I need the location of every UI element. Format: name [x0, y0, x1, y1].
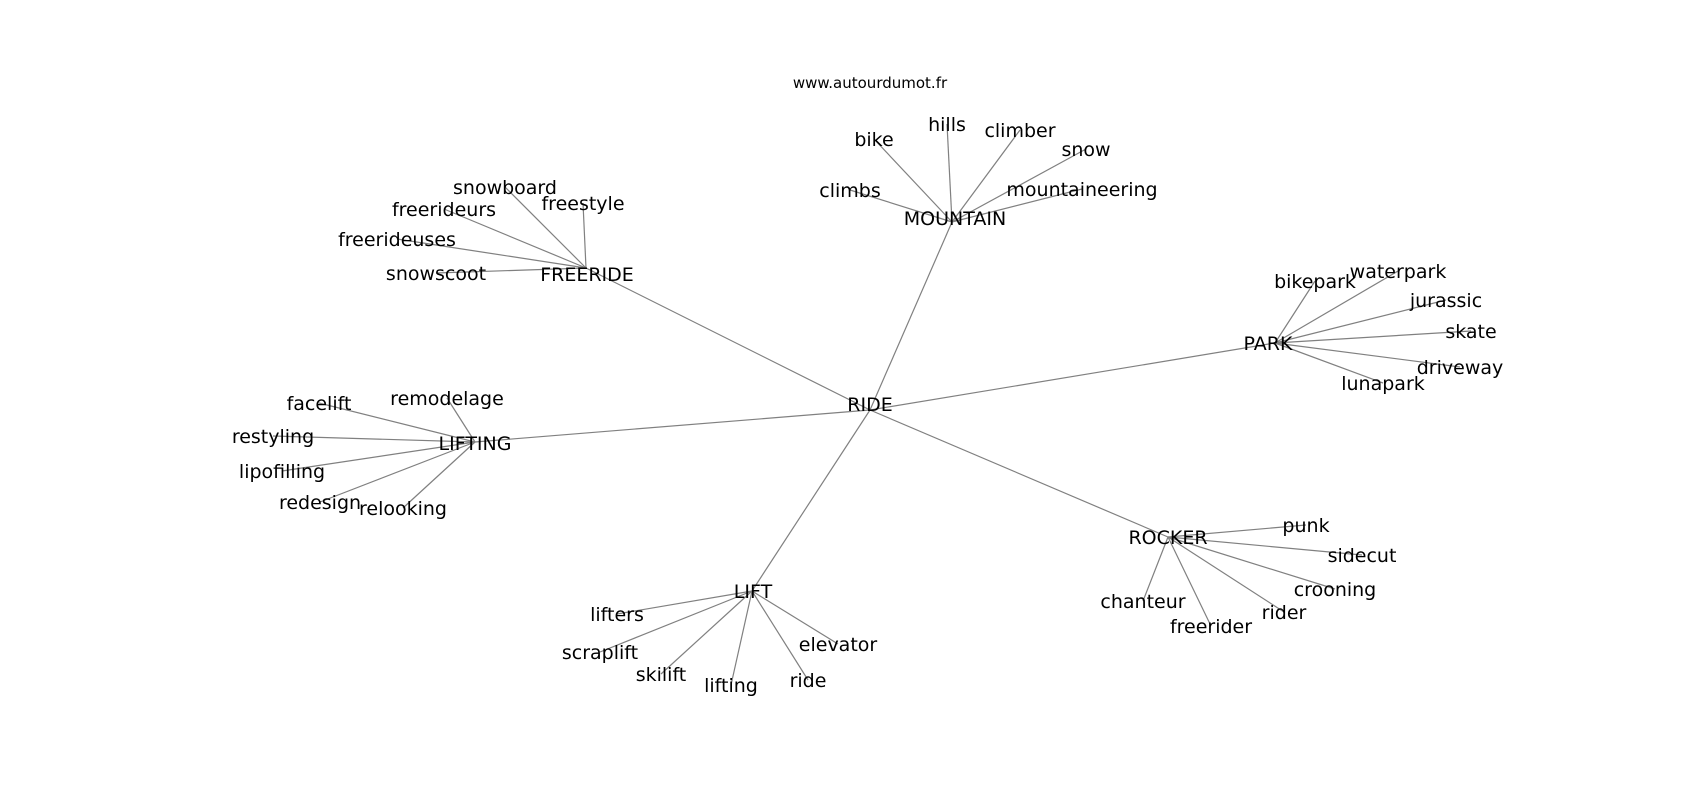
- edge-lifting-facelift: [318, 402, 476, 443]
- word-node-freeride[interactable]: FREERIDE: [540, 264, 634, 286]
- graph-edges: [272, 123, 1472, 686]
- word-node-snowboard[interactable]: snowboard: [453, 177, 557, 199]
- word-node-remodelage[interactable]: remodelage: [390, 388, 504, 410]
- word-node-jurassic[interactable]: jurassic: [1409, 290, 1482, 312]
- edge-park-waterpark: [1274, 270, 1399, 344]
- edge-lifting-redesign: [319, 441, 476, 503]
- edge-park-jurassic: [1274, 299, 1447, 344]
- edge-lifting-lipofilling: [281, 441, 476, 472]
- word-node-skate[interactable]: skate: [1445, 321, 1496, 343]
- word-node-rocker[interactable]: ROCKER: [1128, 527, 1207, 549]
- edge-ride-lift: [751, 409, 871, 592]
- word-node-sidecut[interactable]: sidecut: [1328, 545, 1397, 567]
- word-node-crooning[interactable]: crooning: [1294, 579, 1377, 601]
- word-node-lifting[interactable]: lifting: [704, 675, 758, 697]
- word-node-driveway[interactable]: driveway: [1417, 357, 1504, 379]
- edge-mountain-climber: [951, 129, 1021, 223]
- edge-mountain-hills: [946, 123, 953, 223]
- edge-rocker-punk: [1167, 524, 1307, 538]
- edge-lifting-remodelage: [446, 397, 476, 443]
- edge-ride-mountain: [869, 221, 953, 411]
- word-node-rider[interactable]: rider: [1262, 602, 1307, 624]
- word-node-snow[interactable]: snow: [1061, 139, 1110, 161]
- edge-ride-rocker: [869, 409, 1169, 538]
- edge-ride-lifting: [474, 409, 871, 443]
- edge-lift-skilift: [660, 590, 753, 675]
- edge-ride-freeride: [585, 267, 871, 411]
- edge-lifting-relooking: [402, 441, 476, 509]
- edge-lift-ride: [751, 590, 809, 681]
- edge-freeride-freestyle: [582, 202, 587, 269]
- word-node-elevator[interactable]: elevator: [799, 634, 878, 656]
- edge-park-skate: [1274, 330, 1472, 344]
- word-node-scraplift[interactable]: scraplift: [562, 642, 638, 664]
- word-node-ride[interactable]: RIDE: [847, 394, 892, 416]
- edge-lift-lifters: [616, 590, 753, 615]
- word-node-ride[interactable]: ride: [790, 670, 827, 692]
- source-url[interactable]: www.autourdumot.fr: [793, 74, 948, 92]
- word-node-lifting[interactable]: LIFTING: [439, 433, 512, 455]
- edge-freeride-freerideurs: [443, 208, 587, 269]
- edge-freeride-snowscoot: [435, 267, 587, 274]
- edge-rocker-chanteur: [1142, 536, 1169, 602]
- word-node-lift[interactable]: LIFT: [734, 581, 773, 603]
- edge-lift-elevator: [751, 590, 839, 645]
- edge-mountain-snow: [951, 148, 1087, 223]
- word-node-park[interactable]: PARK: [1244, 333, 1293, 355]
- word-node-hills[interactable]: hills: [928, 114, 966, 136]
- word-node-freerideurs[interactable]: freerideurs: [392, 199, 496, 221]
- word-node-climber[interactable]: climber: [984, 120, 1055, 142]
- word-node-skilift[interactable]: skilift: [636, 664, 687, 686]
- word-node-bike[interactable]: bike: [854, 129, 893, 151]
- edge-lift-lifting: [730, 590, 753, 686]
- word-node-restyling[interactable]: restyling: [232, 426, 314, 448]
- edge-park-bikepark: [1274, 280, 1316, 344]
- word-node-relooking[interactable]: relooking: [359, 498, 447, 520]
- edge-freeride-freerideuses: [396, 238, 587, 269]
- word-node-facelift[interactable]: facelift: [287, 393, 352, 415]
- word-node-waterpark[interactable]: waterpark: [1350, 261, 1447, 283]
- edge-lift-scraplift: [599, 590, 753, 653]
- word-node-punk[interactable]: punk: [1282, 515, 1329, 537]
- edge-ride-park: [869, 342, 1276, 411]
- word-node-snowscoot[interactable]: snowscoot: [386, 263, 486, 285]
- edge-rocker-rider: [1167, 536, 1285, 613]
- word-node-lipofilling[interactable]: lipofilling: [239, 461, 325, 483]
- word-node-climbs[interactable]: climbs: [819, 180, 880, 202]
- edge-park-driveway: [1274, 342, 1461, 368]
- edge-rocker-crooning: [1167, 536, 1336, 590]
- word-node-bikepark[interactable]: bikepark: [1274, 271, 1356, 293]
- graph-labels: RIDE MOUNTAIN bike hills climber snow climbs mo…: [232, 114, 1503, 697]
- edge-lifting-restyling: [272, 435, 476, 443]
- edge-mountain-bike: [873, 138, 953, 223]
- word-node-chanteur[interactable]: chanteur: [1100, 591, 1185, 613]
- word-node-lifters[interactable]: lifters: [590, 604, 644, 626]
- edge-freeride-snowboard: [504, 186, 587, 269]
- word-node-lunapark[interactable]: lunapark: [1341, 373, 1425, 395]
- word-node-mountaineering[interactable]: mountaineering: [1006, 179, 1157, 201]
- word-node-redesign[interactable]: redesign: [279, 492, 361, 514]
- word-node-freerideuses[interactable]: freerideuses: [338, 229, 456, 251]
- edge-park-lunapark: [1274, 342, 1384, 384]
- word-node-mountain[interactable]: MOUNTAIN: [904, 208, 1006, 230]
- edge-mountain-climbs: [849, 189, 953, 223]
- edge-rocker-sidecut: [1167, 536, 1363, 556]
- edge-mountain-mountaineering: [951, 188, 1083, 223]
- word-node-freestyle[interactable]: freestyle: [541, 193, 624, 215]
- word-node-freerider[interactable]: freerider: [1170, 616, 1252, 638]
- edge-rocker-freerider: [1167, 536, 1212, 627]
